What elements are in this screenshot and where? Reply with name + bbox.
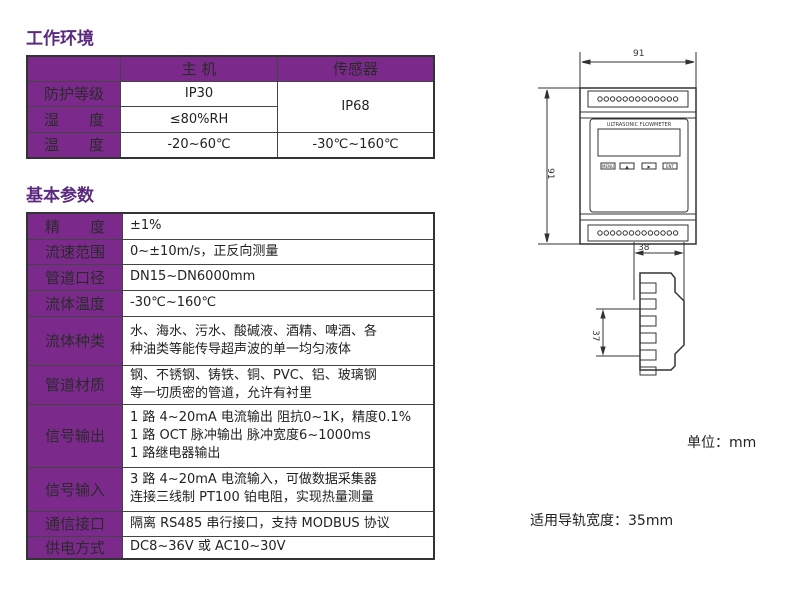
terminal-hole <box>628 230 635 236</box>
terminal-hole <box>654 96 660 102</box>
width-dimension: 91 <box>633 49 644 59</box>
terminal-hole <box>666 96 673 102</box>
terminal-hole <box>641 230 647 236</box>
header-sensor: 传感器 <box>277 55 435 82</box>
row-value: 钢、不锈钢、铸铁、铜、PVC、铝、玻璃钢等一切质密的管道，允许有衬里 <box>122 364 435 405</box>
header-blank <box>26 55 121 82</box>
row-value: 0~±10m/s，正反向测量 <box>122 238 435 265</box>
terminal-hole <box>672 230 679 236</box>
row-label: 流速范围 <box>26 238 123 265</box>
rail-dimension: 37 <box>590 330 600 341</box>
terminal-hole <box>635 96 641 102</box>
row-label: 湿 度 <box>26 105 121 133</box>
value-line: 连接三线制 PT100 铂电阻，实现热量测量 <box>130 490 374 505</box>
row-label: 信号输入 <box>26 466 123 512</box>
terminal-hole <box>641 96 647 102</box>
value-line: 钢、不锈钢、铸铁、铜、PVC、铝、玻璃钢 <box>130 367 377 383</box>
value-line: 等一切质密的管道，允许有衬里 <box>130 385 313 401</box>
terminal-hole <box>628 96 635 102</box>
depth-dimension: 38 <box>638 243 650 253</box>
row-label: 流体种类 <box>26 315 123 366</box>
table-row: 管道材质钢、不锈钢、铸铁、铜、PVC、铝、玻璃钢等一切质密的管道，允许有衬里 <box>26 364 435 405</box>
row-value: 1 路 4~20mA 电流输出 阻抗0~1K，精度0.1% 1 路 OCT 脉冲输… <box>122 403 435 468</box>
cell-sensor-ip: IP68 <box>277 80 435 133</box>
value-line: 0~±10m/s，正反向测量 <box>130 243 279 259</box>
unit-note: 单位：mm <box>687 435 757 451</box>
cell-sensor: -30℃~160℃ <box>277 131 435 159</box>
terminal-hole <box>660 230 666 236</box>
table-row: 流体种类水、海水、污水、酸碱液、酒精、啤酒、各种油类等能传导超声波的单一均匀液体 <box>26 315 435 366</box>
row-value: ±1% <box>122 212 435 240</box>
height-dimension: 91 <box>545 168 555 179</box>
value-line: ±1% <box>130 218 162 234</box>
panel-label: ULTRASONIC FLOWMETER <box>607 122 672 128</box>
cell-host: -20~60℃ <box>120 131 278 159</box>
row-label: 流体温度 <box>26 289 123 317</box>
menu-button: MENU <box>602 164 614 169</box>
row-value: 水、海水、污水、酸碱液、酒精、啤酒、各种油类等能传导超声波的单一均匀液体 <box>122 315 435 366</box>
row-value: -30℃~160℃ <box>122 289 435 317</box>
cell-host: ≤80%RH <box>120 105 278 133</box>
row-label: 管道材质 <box>26 364 123 405</box>
value-line: DN15~DN6000mm <box>130 269 256 284</box>
value-line: 隔离 RS485 串行接口，支持 MODBUS 协议 <box>130 515 390 531</box>
row-label: 防护等级 <box>26 80 121 107</box>
value-line: 3 路 4~20mA 电流输入，可做数据采集器 <box>130 472 377 487</box>
table-row: 通信接口隔离 RS485 串行接口，支持 MODBUS 协议 <box>26 510 435 537</box>
value-line: 1 路继电器输出 <box>130 445 221 461</box>
terminal-hole <box>647 230 654 236</box>
terminal-hole <box>603 230 610 236</box>
value-line: DC8~36V 或 AC10~30V <box>130 539 286 554</box>
table-row: 管道口径 DN15~DN6000mm <box>26 263 435 291</box>
terminal-hole <box>609 96 616 102</box>
terminal-hole <box>666 230 673 236</box>
table-row: 精 度 ±1% <box>26 212 435 240</box>
terminal-hole <box>622 230 628 236</box>
terminal-hole <box>660 96 666 102</box>
up-button: ▲ <box>625 164 629 169</box>
row-value: 3 路 4~20mA 电流输入，可做数据采集器连接三线制 PT100 铂电阻，实… <box>122 466 435 512</box>
terminal-hole <box>603 96 610 102</box>
right-button: ▶ <box>647 164 651 169</box>
row-value: 隔离 RS485 串行接口，支持 MODBUS 协议 <box>122 510 435 537</box>
terminal-hole <box>622 96 628 102</box>
section-title-params: 基本参数 <box>26 186 94 206</box>
row-label: 管道口径 <box>26 263 123 291</box>
enter-button: ENT <box>666 164 675 169</box>
device-drawing: 91 91 ULTRASONIC FLOWMETER MENU ▲ ▶ ENT … <box>538 49 697 376</box>
row-label: 供电方式 <box>26 535 123 559</box>
row-value: DN15~DN6000mm <box>122 263 435 291</box>
row-value: DC8~36V 或 AC10~30V <box>122 535 435 559</box>
terminal-hole <box>609 230 616 236</box>
terminal-hole <box>616 96 622 102</box>
table-row: 流体温度 -30℃~160℃ <box>26 289 435 317</box>
table-row: 信号输出 1 路 4~20mA 电流输出 阻抗0~1K，精度0.1% 1 路 OCT… <box>26 403 435 468</box>
terminal-hole <box>672 96 679 102</box>
table-row: 供电方式 DC8~36V 或 AC10~30V <box>26 535 435 559</box>
row-label: 通信接口 <box>26 510 123 537</box>
value-line: 种油类等能传导超声波的单一均匀液体 <box>130 341 352 357</box>
rail-width-note: 适用导轨宽度：35mm <box>530 513 674 529</box>
cell-host: IP30 <box>120 80 278 107</box>
value-line: 1 路 4~20mA 电流输出 阻抗0~1K，精度0.1% <box>130 409 412 425</box>
row-label: 温 度 <box>26 131 121 159</box>
value-line: 1 路 OCT 脉冲输出 脉冲宽度6~1000ms <box>130 427 371 443</box>
header-host: 主 机 <box>120 55 278 82</box>
row-label: 信号输出 <box>26 403 123 468</box>
terminal-hole <box>647 96 654 102</box>
value-line: -30℃~160℃ <box>130 295 217 310</box>
value-line: 水、海水、污水、酸碱液、酒精、啤酒、各 <box>130 323 378 339</box>
terminal-hole <box>597 230 603 236</box>
section-title-environment: 工作环境 <box>26 29 94 49</box>
terminal-hole <box>616 230 622 236</box>
terminal-hole <box>597 96 603 102</box>
terminal-hole <box>654 230 660 236</box>
row-label: 精 度 <box>26 212 123 240</box>
params-table: 精 度 ±1% 流速范围 0~±10m/s，正反向测量管道口径 DN15~DN6000m… <box>26 212 435 560</box>
terminal-hole <box>635 230 641 236</box>
table-row: 流速范围 0~±10m/s，正反向测量 <box>26 238 435 265</box>
